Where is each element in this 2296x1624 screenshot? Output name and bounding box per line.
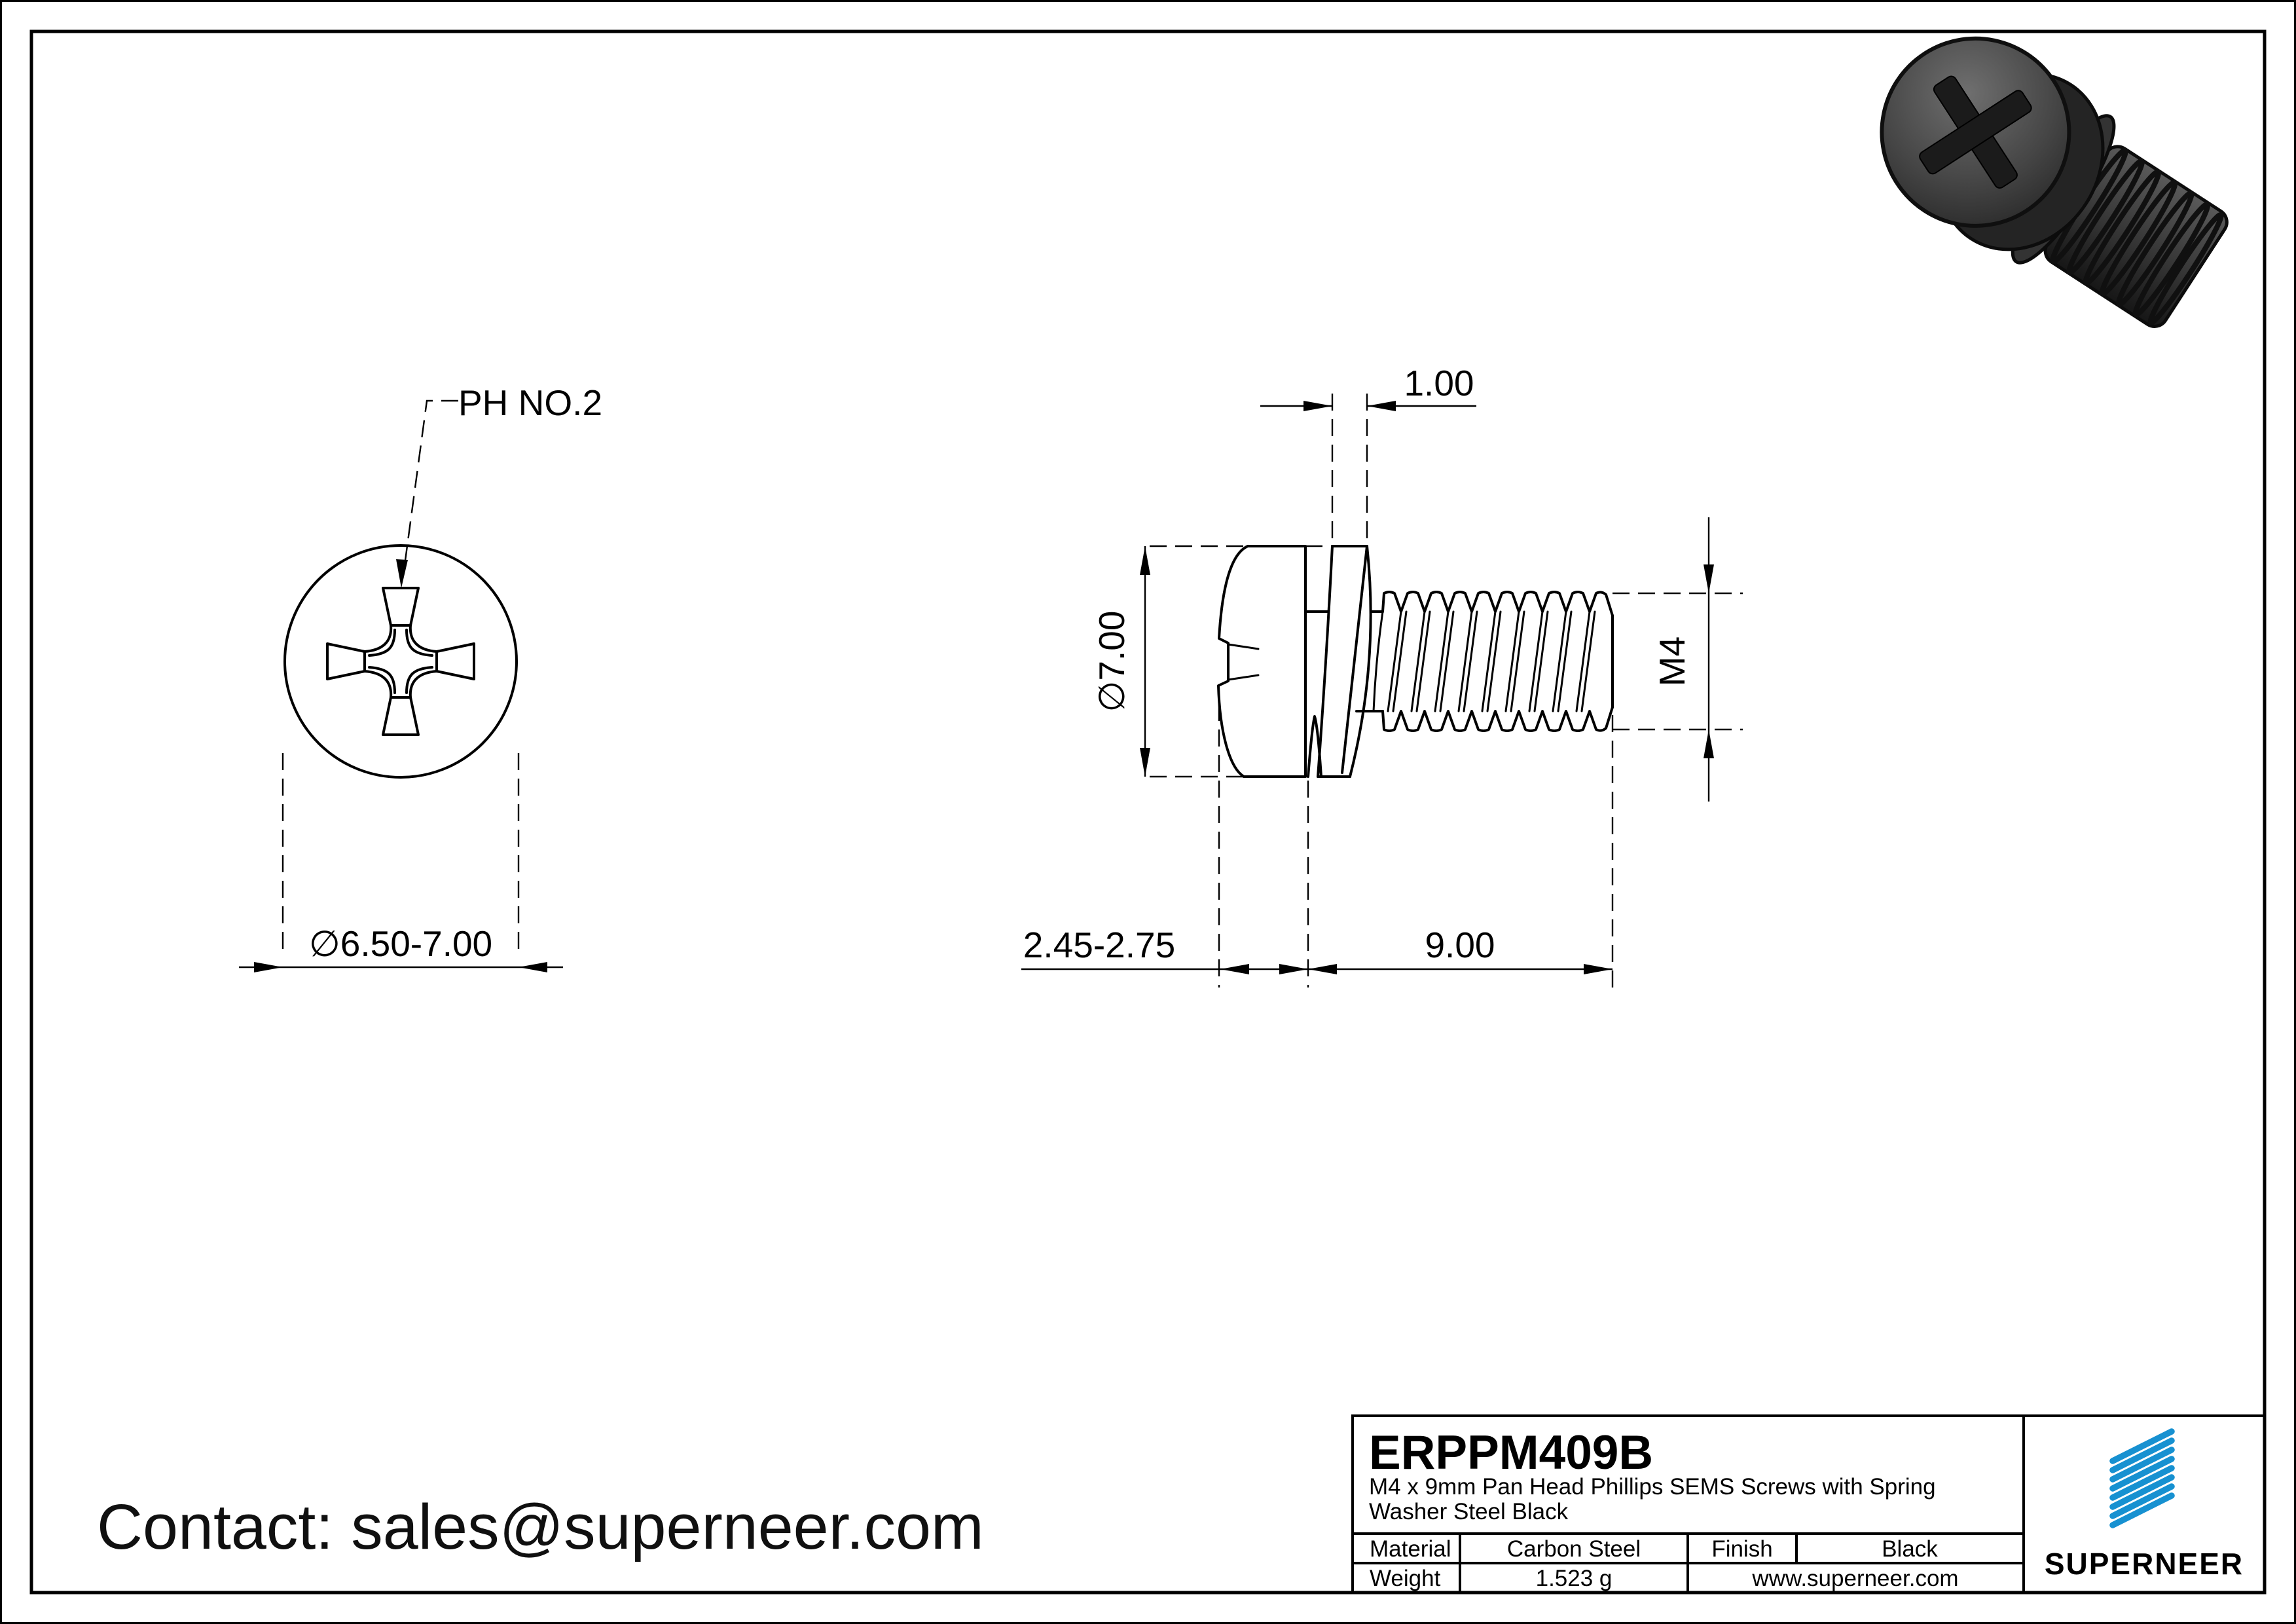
description-line-2: Washer Steel Black	[1369, 1499, 1569, 1524]
leader-arrow-icon	[396, 559, 408, 588]
dim-arrow-icon	[254, 962, 283, 972]
dim-arrow-icon	[1704, 564, 1714, 593]
washer-thickness-label: 1.00	[1404, 363, 1474, 403]
head-diameter-label: ∅7.00	[1091, 611, 1132, 712]
finish-value: Black	[1882, 1536, 1938, 1562]
dim-arrow-icon	[1279, 964, 1308, 974]
washer-split	[1307, 715, 1322, 778]
front-extension-lines	[282, 753, 520, 957]
thread-length-label: 9.00	[1425, 925, 1495, 965]
side-view: 1.00 ∅7.00 M4 2.45-2.75 9.00	[1021, 363, 1743, 987]
description-line-1: M4 x 9mm Pan Head Phillips SEMS Screws w…	[1369, 1474, 1936, 1500]
title-block: ERPPM409B M4 x 9mm Pan Head Phillips SEM…	[1351, 1414, 2266, 1594]
washer-thickness-dimension: 1.00	[1260, 363, 1476, 538]
head-diameter-range-label: ∅6.50-7.00	[309, 923, 492, 964]
material-value: Carbon Steel	[1507, 1536, 1641, 1562]
length-dimensions: 2.45-2.75 9.00	[1021, 704, 1614, 987]
dim-arrow-icon	[1584, 964, 1613, 974]
recess-size-label: PH NO.2	[458, 382, 602, 423]
part-number: ERPPM409B	[1369, 1426, 1653, 1479]
dim-arrow-icon	[1308, 964, 1337, 974]
dim-arrow-icon	[519, 962, 547, 972]
spring-washer-profile	[1307, 545, 1372, 778]
head-diameter-dimension: ∅7.00	[1091, 545, 1244, 778]
head-outline-circle	[283, 544, 518, 779]
dim-arrow-icon	[1140, 546, 1150, 575]
dim-arrow-icon	[1303, 401, 1332, 411]
thread-profile	[1372, 591, 1614, 732]
front-view: PH NO.2 ∅6.50-7.00	[239, 382, 602, 972]
thread-spec-dimension: M4	[1613, 517, 1743, 802]
contact-text: Contact: sales@superneer.com	[97, 1491, 984, 1562]
title-block-grid	[1353, 1416, 2025, 1593]
shank-root-lines	[1304, 610, 1384, 712]
leader-line	[402, 399, 458, 576]
website-link: www.superneer.com	[1751, 1566, 1958, 1591]
page-inner-border	[29, 29, 2267, 1595]
weight-label: Weight	[1370, 1566, 1441, 1591]
dim-arrow-icon	[1704, 729, 1714, 758]
superneer-logo-icon	[2109, 1428, 2175, 1528]
thread-ridges	[2050, 147, 2224, 325]
screw-3d-render	[1880, 36, 2229, 328]
phillips-cross-3d-icon	[1919, 75, 2032, 189]
finish-label: Finish	[1711, 1536, 1772, 1562]
material-label: Material	[1370, 1536, 1451, 1562]
title-block-border	[1351, 1414, 2266, 1594]
pan-head-profile	[1217, 545, 1307, 778]
dim-arrow-icon	[1220, 964, 1249, 974]
brand-wordmark: SUPERNEER	[2045, 1547, 2244, 1581]
thread-spec-label: M4	[1652, 637, 1692, 686]
weight-value: 1.523 g	[1536, 1566, 1613, 1591]
head-height-label: 2.45-2.75	[1023, 925, 1175, 965]
dim-arrow-icon	[1140, 748, 1150, 777]
dim-arrow-icon	[1367, 401, 1396, 411]
phillips-recess-icon	[326, 587, 475, 736]
